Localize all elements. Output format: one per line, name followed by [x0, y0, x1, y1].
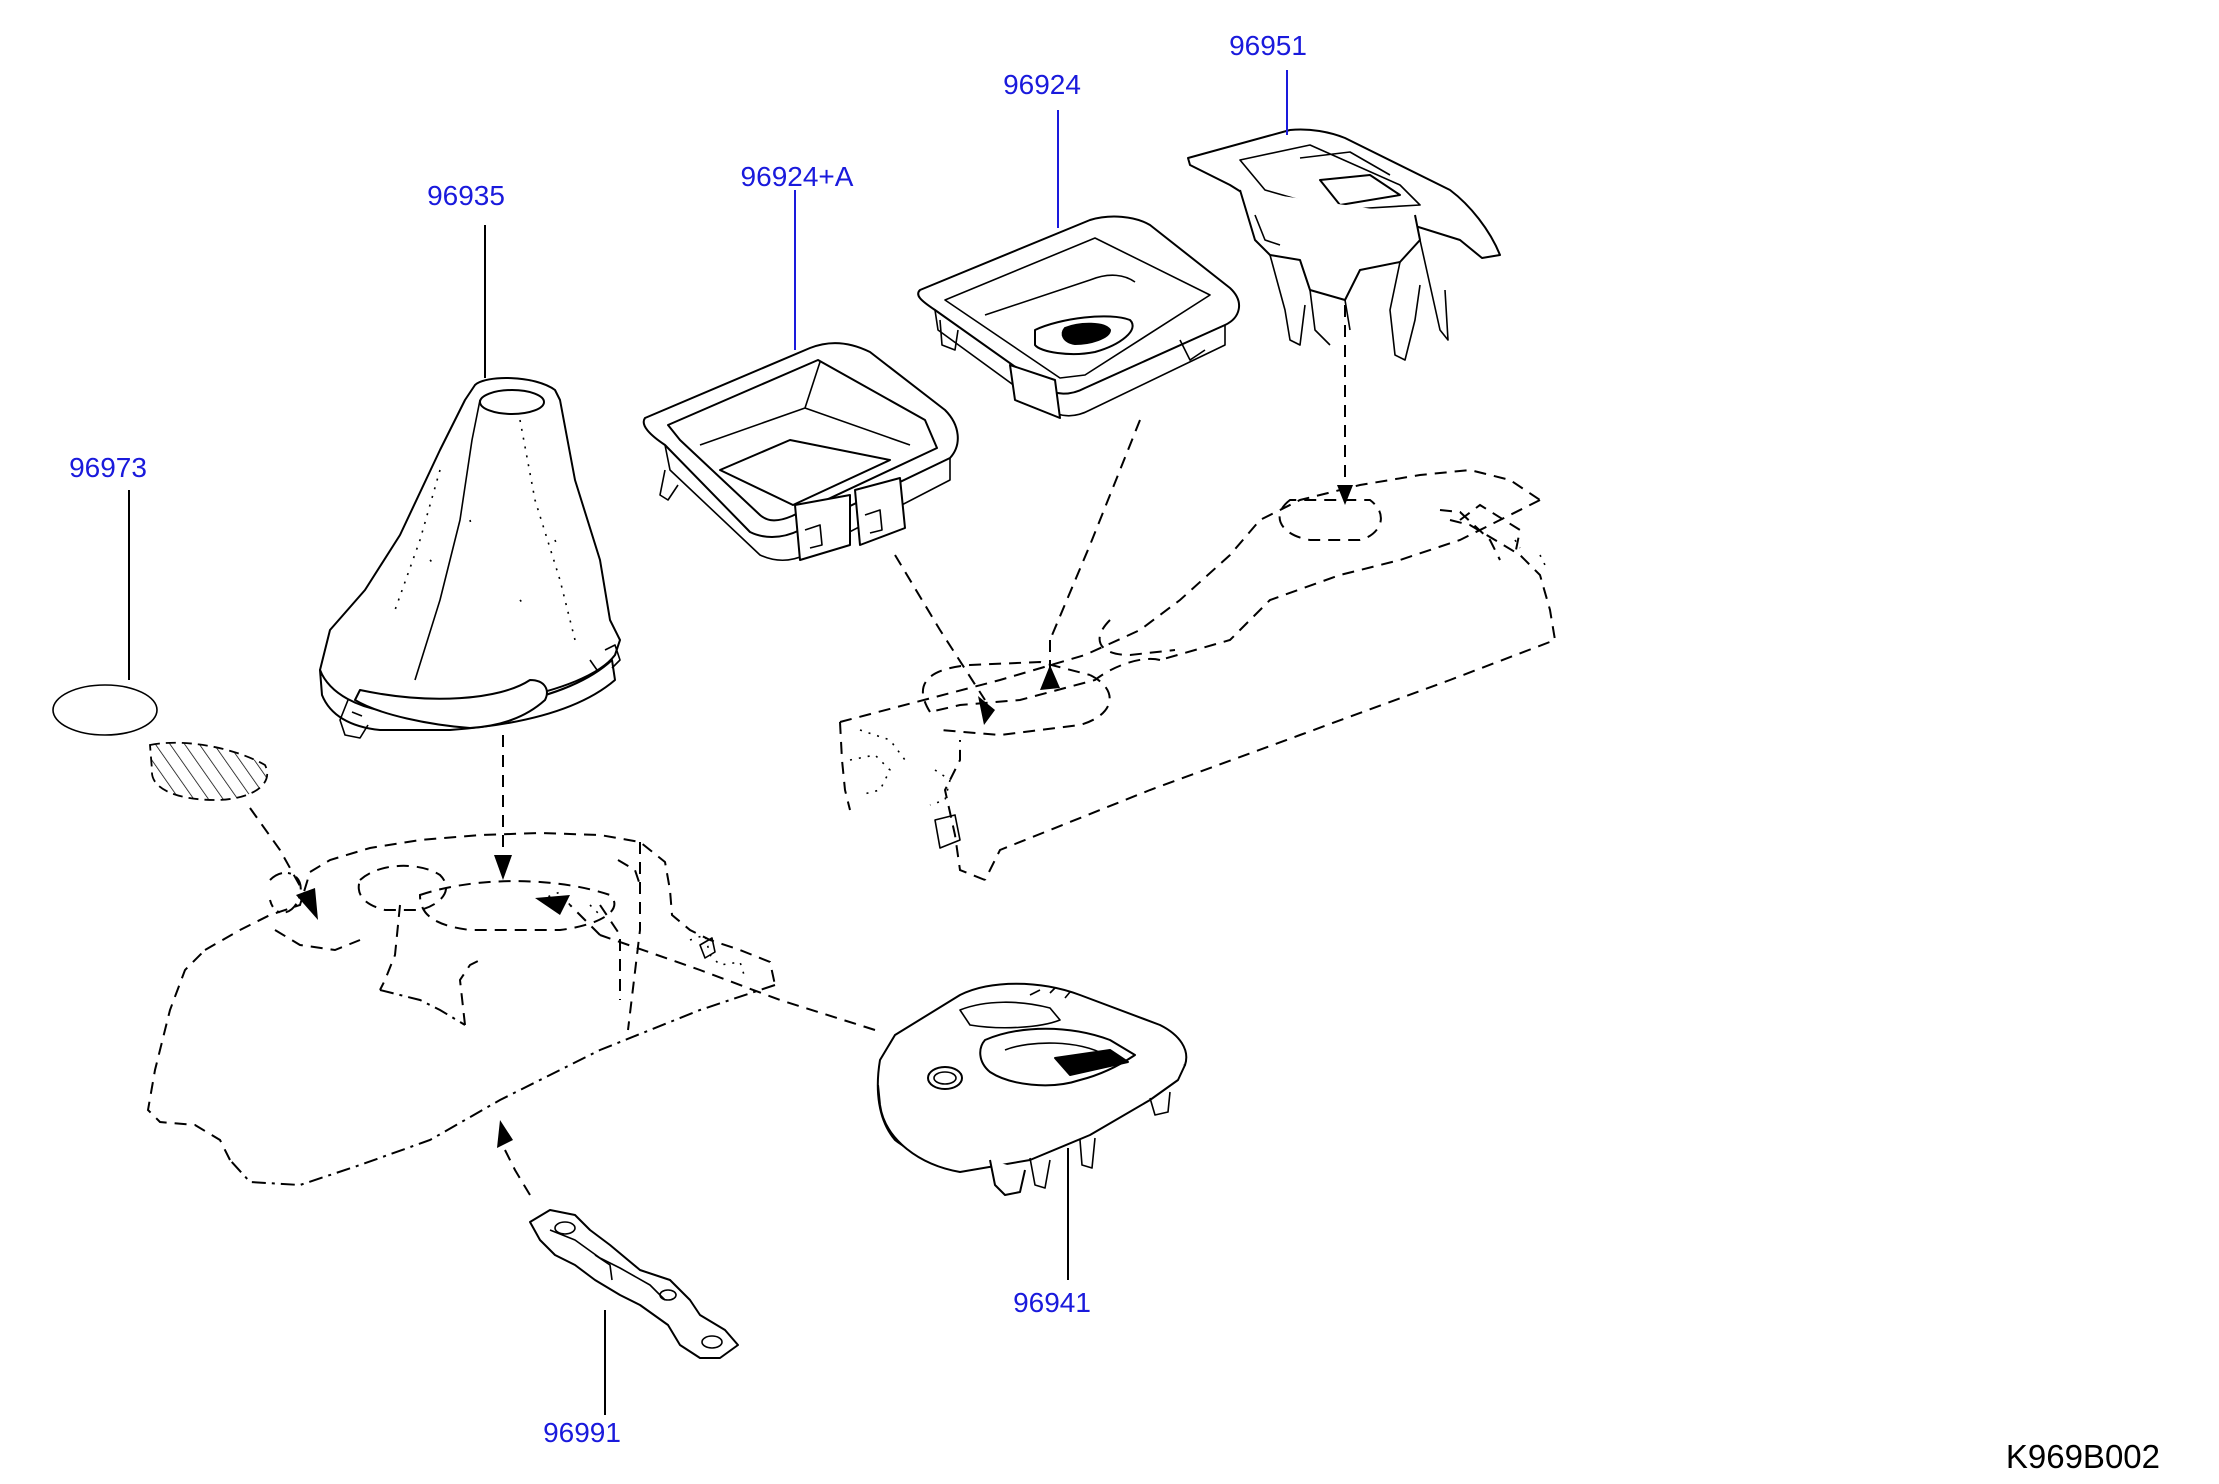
- part-96935-shift-boot: [319, 377, 621, 739]
- part-96941-shift-indicator: [876, 982, 1188, 1196]
- part-96924A-cup-holder: [642, 342, 959, 562]
- part-96973-insulator: [52, 684, 268, 801]
- assembly-lines: [249, 305, 1353, 1196]
- label-96924: 96924: [1003, 69, 1081, 100]
- drawing-code: K969B002: [2006, 1438, 2160, 1475]
- part-96924-cup-holder: [917, 215, 1240, 419]
- part-labels: 96973 96935 96924+A 96924 96951 96941 96…: [69, 30, 1307, 1448]
- leader-lines: [128, 70, 1288, 1415]
- label-96991: 96991: [543, 1417, 621, 1448]
- part-96991-bracket: [529, 1209, 739, 1359]
- label-96951: 96951: [1229, 30, 1307, 61]
- front-console-outline: [146, 831, 776, 1187]
- label-96935: 96935: [427, 180, 505, 211]
- label-96941: 96941: [1013, 1287, 1091, 1318]
- rear-console-outline: [839, 468, 1557, 881]
- label-96973: 96973: [69, 452, 147, 483]
- label-96924A: 96924+A: [741, 161, 854, 192]
- part-96951-finisher: [1187, 128, 1501, 361]
